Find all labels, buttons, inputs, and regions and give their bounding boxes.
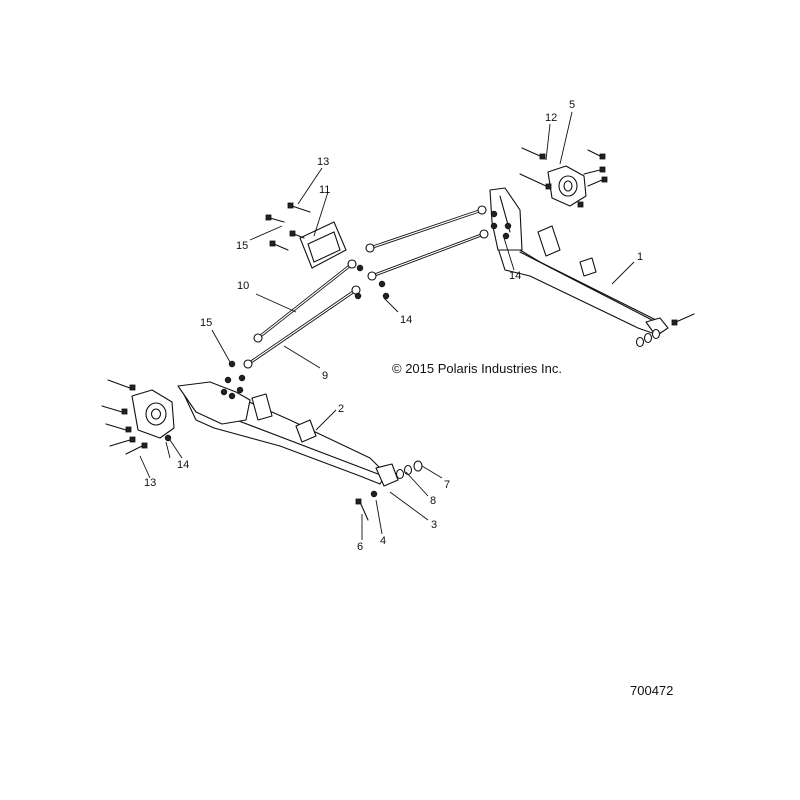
mounting-bracket <box>299 221 347 269</box>
trailing-arm-right <box>489 187 669 337</box>
callout-15-top: 15 <box>236 240 248 252</box>
callout-10: 10 <box>237 280 249 292</box>
callout-14-middle: 14 <box>400 314 412 326</box>
callout-4: 4 <box>380 535 386 547</box>
copyright-notice: © 2015 Polaris Industries Inc. <box>392 361 562 376</box>
callout-7: 7 <box>444 479 450 491</box>
callout-numbers: 1 2 3 4 5 6 7 8 9 10 11 12 13 13 14 14 1… <box>144 99 643 553</box>
figure-number: 700472 <box>630 683 674 698</box>
callout-12: 12 <box>545 112 557 124</box>
callout-13-top: 13 <box>317 156 329 168</box>
callout-15-left: 15 <box>200 317 212 329</box>
callout-14-right: 14 <box>509 270 521 282</box>
callout-6: 6 <box>357 541 363 553</box>
knuckle-right <box>547 165 587 207</box>
trailing-arm-left <box>177 381 399 487</box>
control-links <box>243 205 489 369</box>
knuckle-left <box>131 389 175 439</box>
callout-1: 1 <box>637 251 643 263</box>
callout-9: 9 <box>322 370 328 382</box>
fasteners <box>101 147 695 521</box>
callout-5: 5 <box>569 99 575 111</box>
leader-lines <box>139 111 635 540</box>
callout-8: 8 <box>430 495 436 507</box>
callout-11: 11 <box>319 184 330 196</box>
callout-3: 3 <box>431 519 437 531</box>
callout-13-bottom: 13 <box>144 477 156 489</box>
callout-14-left: 14 <box>177 459 189 471</box>
callout-2: 2 <box>338 403 344 415</box>
